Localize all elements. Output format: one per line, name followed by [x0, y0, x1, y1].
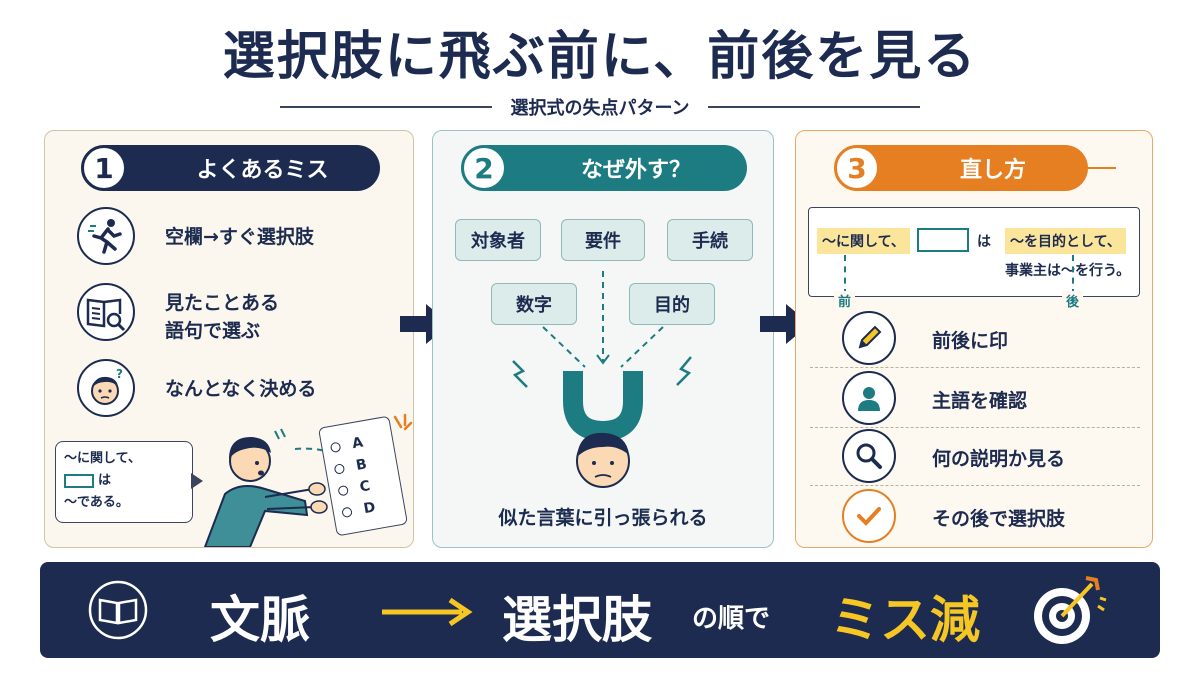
mistake-3-text: なんとなく決める: [165, 378, 317, 400]
fix-step-2-text: 主語を確認: [932, 390, 1028, 412]
subtitle: 選択式の失点パターン: [510, 98, 690, 119]
before-marker-label: 前: [834, 291, 856, 310]
bubble-line2: は: [98, 473, 112, 488]
fix-step-1: 前後に印: [810, 311, 1140, 369]
lunging-person-illustration: [203, 428, 342, 547]
banner-word-context: 文脈: [210, 591, 310, 649]
panel-how-to-fix: 3 直し方 〜に関して、 は 〜を目的として、 事業主は〜を行う。 前 後 前後…: [795, 130, 1153, 548]
magnifier-icon: [842, 429, 896, 483]
fix-step-2: 主語を確認: [810, 371, 1140, 429]
panel3-heading: 直し方: [959, 158, 1026, 183]
magnet-pull-illustration: [512, 271, 692, 488]
subtitle-line-right: [707, 106, 921, 108]
banner-word-choices: 選択肢: [502, 591, 652, 649]
mistake-2-text-line2: 語句で選ぶ: [165, 320, 261, 342]
panel1-heading-pill: 1 よくあるミス: [81, 145, 380, 191]
open-book-icon: [88, 580, 148, 640]
panel2-caption: 似た言葉に引っ張られる: [498, 507, 708, 529]
bubble-blank: [64, 473, 94, 488]
question-bubble: 〜に関して、 は 〜である。: [55, 441, 193, 523]
panel1-number: 1: [81, 145, 127, 191]
fix-step-3-text: 何の説明か見る: [932, 448, 1066, 470]
tag-procedure: 手続: [667, 219, 753, 261]
mistake-1-text: 空欄→すぐ選択肢: [165, 226, 314, 248]
bubble-line3: 〜である。: [64, 495, 129, 510]
step-separator-3: [810, 485, 1140, 486]
tag-numbers: 数字: [491, 283, 577, 325]
running-person-icon: [77, 207, 135, 265]
choice-dot-a: [329, 441, 342, 454]
choice-b-label: B: [354, 456, 369, 474]
step-separator-1: [810, 367, 1140, 368]
choice-dot-d: [341, 506, 353, 519]
alert-spark-icon: [393, 413, 413, 431]
panel3-pill-tail: [1088, 167, 1116, 169]
target-icon: [1034, 576, 1107, 644]
banner-connector: の順で: [692, 604, 771, 634]
mistake-2-text-line1: 見たことある: [165, 292, 280, 314]
page-title: 選択肢に飛ぶ前に、前後を見る: [222, 27, 978, 87]
after-marker-label: 後: [1062, 291, 1084, 310]
panel3-number: 3: [834, 145, 880, 191]
panel1-heading: よくあるミス: [196, 158, 329, 183]
check-icon: [842, 489, 896, 543]
panel2-heading-pill: 2 なぜ外す？: [461, 145, 747, 191]
choice-dot-c: [337, 484, 350, 497]
subtitle-line-left: [280, 106, 493, 108]
fix-step-4: その後で選択肢: [810, 489, 1140, 547]
panel2-number: 2: [461, 145, 507, 191]
panel2-heading: なぜ外す？: [580, 158, 691, 183]
sentence-blank: [917, 228, 969, 252]
bubble-tip: [191, 473, 203, 489]
before-marker-line: [844, 255, 846, 295]
svg-text:?: ?: [116, 367, 123, 381]
panel-common-mistakes: 1 よくあるミス 空欄→すぐ選択肢 見たことある 語句で選ぶ ? なんとなく決め…: [44, 130, 414, 548]
banner-arrow-icon: [382, 597, 473, 627]
book-magnifier-icon: [77, 283, 135, 341]
after-marker-line: [1072, 255, 1074, 295]
bubble-line2-row: は: [64, 470, 184, 492]
panel3-heading-pill: 3 直し方: [834, 145, 1088, 191]
tag-target-person: 対象者: [455, 219, 541, 261]
fix-step-3: 何の説明か見る: [810, 429, 1140, 487]
bubble-line1: 〜に関して、: [64, 451, 141, 466]
choice-a-label: A: [350, 434, 365, 453]
sentence-particle: は: [977, 234, 991, 250]
example-sentence-box: 〜に関して、 は 〜を目的として、 事業主は〜を行う。: [808, 207, 1140, 297]
fix-step-4-text: その後で選択肢: [932, 508, 1066, 530]
subtitle-row: 選択式の失点パターン: [280, 94, 921, 120]
tag-requirement: 要件: [561, 219, 645, 261]
tag-purpose: 目的: [629, 283, 715, 325]
summary-banner: 文脈 選択肢 の順で ミス減: [40, 562, 1160, 658]
person-icon: [842, 371, 896, 425]
choice-d-label: D: [362, 499, 377, 518]
pencil-icon: [842, 311, 896, 365]
fix-step-1-text: 前後に印: [932, 330, 1009, 352]
sentence-after-part2: 事業主は〜を行う。: [1005, 263, 1131, 279]
banner-result: ミス減: [830, 591, 980, 649]
sentence-before-part: 〜に関して、: [817, 228, 910, 254]
sentence-after-part: 〜を目的として、: [1005, 228, 1126, 254]
choice-c-label: C: [358, 478, 372, 496]
step-separator-2: [810, 427, 1140, 428]
panel-why-wrong: 2 なぜ外す？ 対象者 要件 手続 数字 目的 似た言葉に引っ張られる: [432, 130, 774, 548]
confused-face-icon: ?: [77, 359, 135, 417]
choice-dot-b: [333, 463, 346, 475]
